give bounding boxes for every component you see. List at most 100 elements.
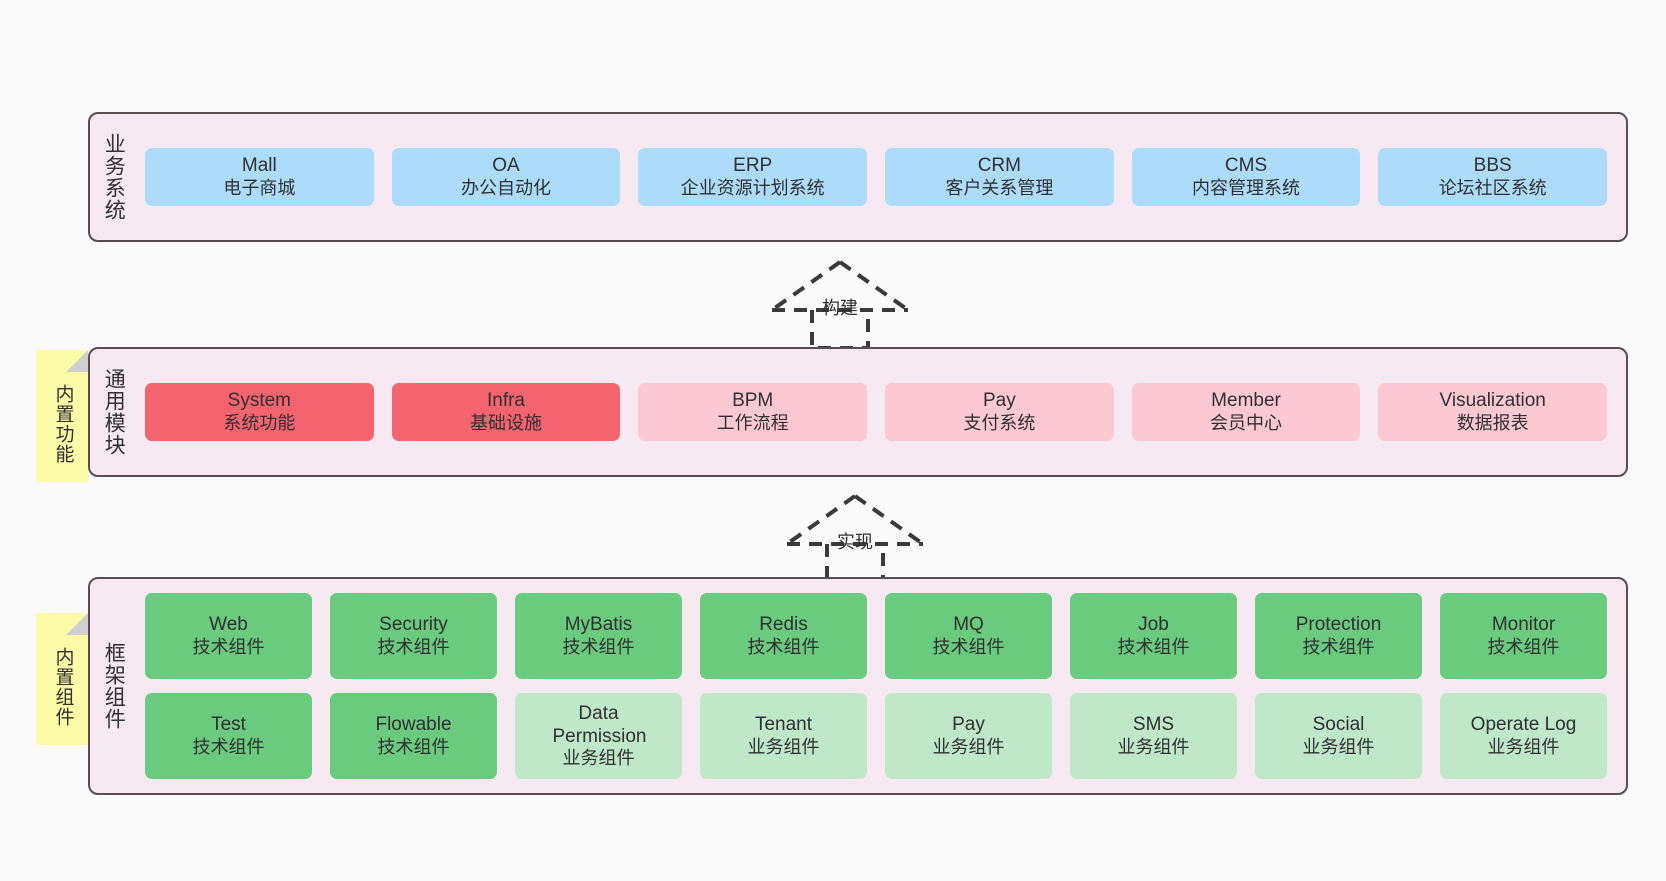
node-title: Infra bbox=[486, 390, 526, 412]
node-title: Web bbox=[209, 614, 248, 636]
connector-label-build: 构建 bbox=[822, 298, 858, 318]
layer-common-modules: 通用模块 System 系统功能 Infra 基础设施 BPM 工作流程 bbox=[88, 347, 1628, 477]
layer-body-framework-components: Web 技术组件 Security 技术组件 MyBatis 技术组件 Redi… bbox=[136, 579, 1626, 793]
node-cell: Social 业务组件 bbox=[1246, 693, 1431, 779]
node-subtitle: 技术组件 bbox=[1302, 636, 1375, 657]
node-mq[interactable]: MQ 技术组件 bbox=[885, 593, 1052, 679]
node-row: Mall 电子商城 OA 办公自动化 ERP 企业资源计划系统 CRM bbox=[136, 148, 1616, 206]
node-cell: CMS 内容管理系统 bbox=[1123, 148, 1370, 206]
node-monitor[interactable]: Monitor 技术组件 bbox=[1440, 593, 1607, 679]
node-cell: Web 技术组件 bbox=[136, 593, 321, 679]
node-bpm[interactable]: BPM 工作流程 bbox=[638, 383, 868, 441]
node-cell: Protection 技术组件 bbox=[1246, 593, 1431, 679]
node-title: BPM bbox=[732, 390, 774, 412]
sticky-note-builtin-components: 内置组件 bbox=[36, 613, 88, 745]
node-title: Tenant bbox=[754, 714, 813, 736]
node-crm[interactable]: CRM 客户关系管理 bbox=[885, 148, 1114, 206]
node-system[interactable]: System 系统功能 bbox=[145, 383, 374, 441]
layer-title-framework-components: 框架组件 bbox=[102, 642, 126, 730]
node-flowable[interactable]: Flowable 技术组件 bbox=[330, 693, 497, 779]
node-sms[interactable]: SMS 业务组件 bbox=[1070, 693, 1237, 779]
node-pay-module[interactable]: Pay 支付系统 bbox=[885, 383, 1114, 441]
node-subtitle: 企业资源计划系统 bbox=[680, 177, 825, 198]
node-subtitle: 业务组件 bbox=[1117, 736, 1190, 757]
node-cell: Pay 业务组件 bbox=[876, 693, 1061, 779]
node-subtitle: 电子商城 bbox=[223, 177, 296, 198]
node-oa[interactable]: OA 办公自动化 bbox=[391, 148, 621, 206]
node-mall[interactable]: Mall 电子商城 bbox=[145, 148, 374, 206]
node-subtitle: 技术组件 bbox=[562, 636, 635, 657]
node-title: Monitor bbox=[1491, 614, 1556, 636]
node-subtitle: 基础设施 bbox=[470, 412, 542, 433]
node-title: Pay bbox=[952, 714, 985, 736]
node-cell: Mall 电子商城 bbox=[136, 148, 383, 206]
node-subtitle: 技术组件 bbox=[377, 636, 450, 657]
node-cell: Monitor 技术组件 bbox=[1431, 593, 1616, 679]
node-subtitle: 客户关系管理 bbox=[945, 177, 1054, 198]
node-row: System 系统功能 Infra 基础设施 BPM 工作流程 Pay bbox=[136, 383, 1616, 441]
node-member[interactable]: Member 会员中心 bbox=[1131, 383, 1361, 441]
node-subtitle: 系统功能 bbox=[223, 412, 296, 433]
node-web[interactable]: Web 技术组件 bbox=[145, 593, 312, 679]
node-cell: Flowable 技术组件 bbox=[321, 693, 506, 779]
node-subtitle: 业务组件 bbox=[1487, 736, 1560, 757]
node-data-permission[interactable]: Data Permission 业务组件 bbox=[515, 693, 682, 779]
node-title: Social bbox=[1312, 714, 1365, 736]
node-cell: OA 办公自动化 bbox=[383, 148, 630, 206]
node-cell: MyBatis 技术组件 bbox=[506, 593, 691, 679]
layer-title-business-systems: 业务系统 bbox=[102, 133, 126, 221]
node-subtitle: 业务组件 bbox=[932, 736, 1005, 757]
sticky-note-label: 内置功能 bbox=[52, 384, 74, 464]
node-title: MyBatis bbox=[564, 614, 633, 636]
node-cell: Job 技术组件 bbox=[1061, 593, 1246, 679]
node-social[interactable]: Social 业务组件 bbox=[1255, 693, 1422, 779]
node-security[interactable]: Security 技术组件 bbox=[330, 593, 497, 679]
node-title: Data Permission bbox=[552, 702, 647, 748]
node-subtitle: 办公自动化 bbox=[461, 177, 551, 198]
node-operate-log[interactable]: Operate Log 业务组件 bbox=[1440, 693, 1607, 779]
node-subtitle: 数据报表 bbox=[1456, 412, 1529, 433]
node-title: Test bbox=[211, 714, 246, 736]
node-title: System bbox=[227, 390, 292, 412]
node-cell: Pay 支付系统 bbox=[876, 383, 1123, 441]
node-title: BBS bbox=[1473, 155, 1512, 177]
node-cell: Infra 基础设施 bbox=[383, 383, 630, 441]
node-erp[interactable]: ERP 企业资源计划系统 bbox=[638, 148, 868, 206]
node-subtitle: 业务组件 bbox=[1302, 736, 1375, 757]
node-subtitle: 技术组件 bbox=[1117, 636, 1190, 657]
node-cell: CRM 客户关系管理 bbox=[876, 148, 1123, 206]
connector-implement: 实现 bbox=[781, 492, 929, 584]
node-tenant[interactable]: Tenant 业务组件 bbox=[700, 693, 867, 779]
layer-body-business-systems: Mall 电子商城 OA 办公自动化 ERP 企业资源计划系统 CRM bbox=[136, 114, 1626, 240]
node-test[interactable]: Test 技术组件 bbox=[145, 693, 312, 779]
layer-business-systems: 业务系统 Mall 电子商城 OA 办公自动化 ERP 企业资源计划系统 bbox=[88, 112, 1628, 242]
node-title: CMS bbox=[1224, 155, 1268, 177]
node-title: Security bbox=[379, 614, 448, 636]
node-cell: ERP 企业资源计划系统 bbox=[629, 148, 876, 206]
node-title: ERP bbox=[733, 155, 773, 177]
node-title: MQ bbox=[953, 614, 984, 636]
node-infra[interactable]: Infra 基础设施 bbox=[391, 383, 621, 441]
node-mybatis[interactable]: MyBatis 技术组件 bbox=[515, 593, 682, 679]
node-title: Redis bbox=[759, 614, 808, 636]
node-visualization[interactable]: Visualization 数据报表 bbox=[1378, 383, 1608, 441]
node-title: Flowable bbox=[375, 714, 452, 736]
node-protection[interactable]: Protection 技术组件 bbox=[1255, 593, 1422, 679]
node-title: SMS bbox=[1132, 714, 1175, 736]
node-cell: SMS 业务组件 bbox=[1061, 693, 1246, 779]
node-cms[interactable]: CMS 内容管理系统 bbox=[1131, 148, 1361, 206]
node-redis[interactable]: Redis 技术组件 bbox=[700, 593, 867, 679]
node-cell: Tenant 业务组件 bbox=[691, 693, 876, 779]
node-cell: Test 技术组件 bbox=[136, 693, 321, 779]
sticky-note-builtin-features: 内置功能 bbox=[36, 350, 88, 482]
node-cell: BPM 工作流程 bbox=[629, 383, 876, 441]
node-cell: BBS 论坛社区系统 bbox=[1369, 148, 1616, 206]
connector-build: 构建 bbox=[766, 258, 914, 350]
sticky-note-label: 内置组件 bbox=[52, 647, 74, 727]
node-job[interactable]: Job 技术组件 bbox=[1070, 593, 1237, 679]
node-pay-component[interactable]: Pay 业务组件 bbox=[885, 693, 1052, 779]
node-title: Member bbox=[1211, 390, 1281, 412]
node-bbs[interactable]: BBS 论坛社区系统 bbox=[1378, 148, 1608, 206]
node-title: Pay bbox=[982, 390, 1016, 412]
node-subtitle: 内容管理系统 bbox=[1192, 177, 1301, 198]
